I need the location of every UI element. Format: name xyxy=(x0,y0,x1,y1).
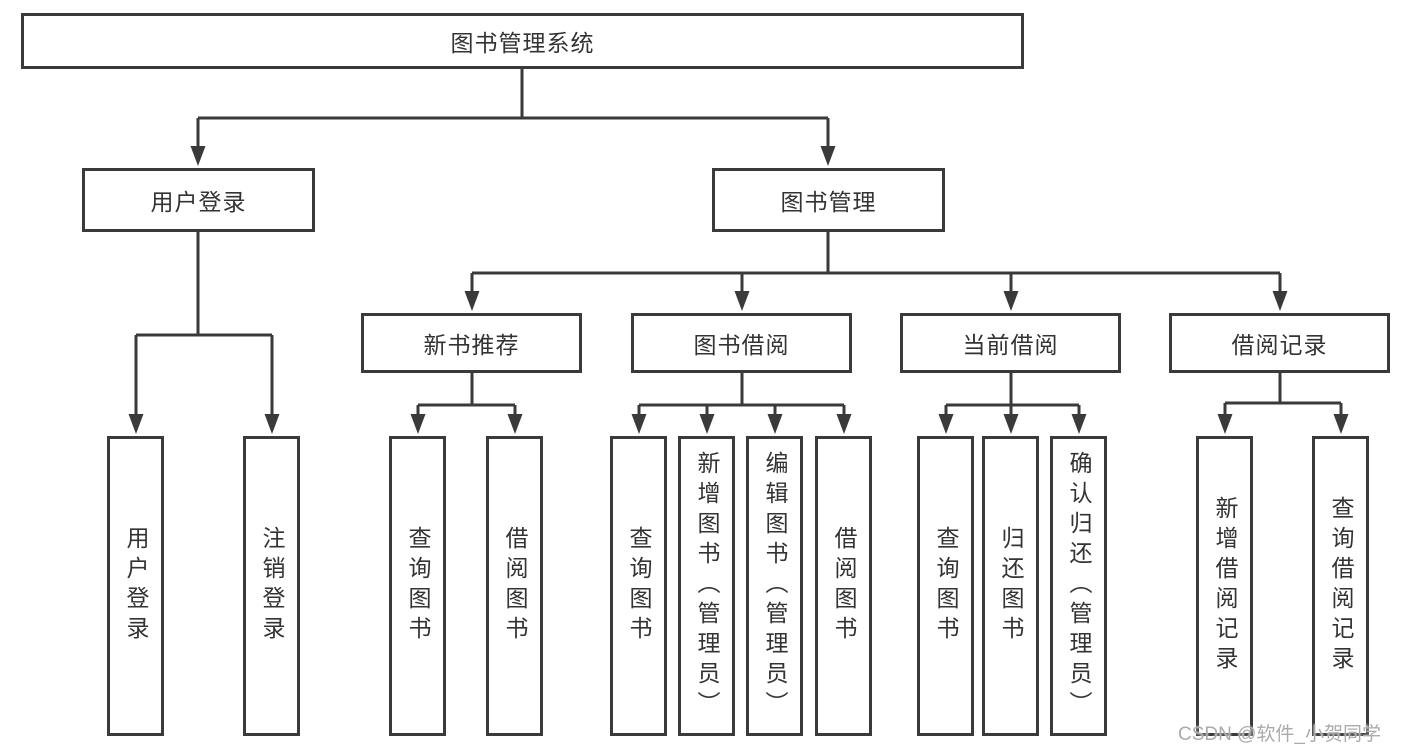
node-book-management: 图书管理 xyxy=(712,168,945,232)
node-new-book-recommend: 新书推荐 xyxy=(361,313,582,373)
edge-newbook-to-leaves xyxy=(416,373,517,416)
leaf-user-login: 用户登录 xyxy=(107,436,164,736)
leaf-borrow-books-2: 借阅图书 xyxy=(815,436,872,736)
leaf-add-books-admin: 新增图书（管理员） xyxy=(678,436,735,736)
leaf-edit-books-admin: 编辑图书（管理员） xyxy=(746,436,803,736)
edge-borrow-to-leaves xyxy=(637,373,846,416)
leaf-logout: 注销登录 xyxy=(243,436,300,736)
csdn-watermark: CSDN @软件_小贺同学 xyxy=(1178,724,1381,745)
edge-bookmgmt-to-level3 xyxy=(470,232,1282,293)
edge-root-to-level2 xyxy=(196,69,830,148)
node-user-login: 用户登录 xyxy=(82,168,315,232)
edge-userlogin-to-leaves xyxy=(134,232,274,416)
node-book-borrowing: 图书借阅 xyxy=(631,313,852,373)
edge-current-to-leaves xyxy=(944,373,1081,416)
leaf-query-books-3: 查询图书 xyxy=(917,436,974,736)
leaf-return-books: 归还图书 xyxy=(982,436,1039,736)
leaf-borrow-books-1: 借阅图书 xyxy=(486,436,543,736)
node-borrowing-records: 借阅记录 xyxy=(1169,313,1390,373)
leaf-add-borrow-record: 新增借阅记录 xyxy=(1196,436,1253,736)
edge-records-to-leaves xyxy=(1223,373,1343,416)
node-library-management-system: 图书管理系统 xyxy=(21,13,1024,69)
leaf-query-books-1: 查询图书 xyxy=(389,436,446,736)
node-current-borrowing: 当前借阅 xyxy=(900,313,1121,373)
leaf-confirm-return-admin: 确认归还（管理员） xyxy=(1050,436,1107,736)
leaf-query-books-2: 查询图书 xyxy=(610,436,667,736)
leaf-query-borrow-record: 查询借阅记录 xyxy=(1312,436,1369,736)
